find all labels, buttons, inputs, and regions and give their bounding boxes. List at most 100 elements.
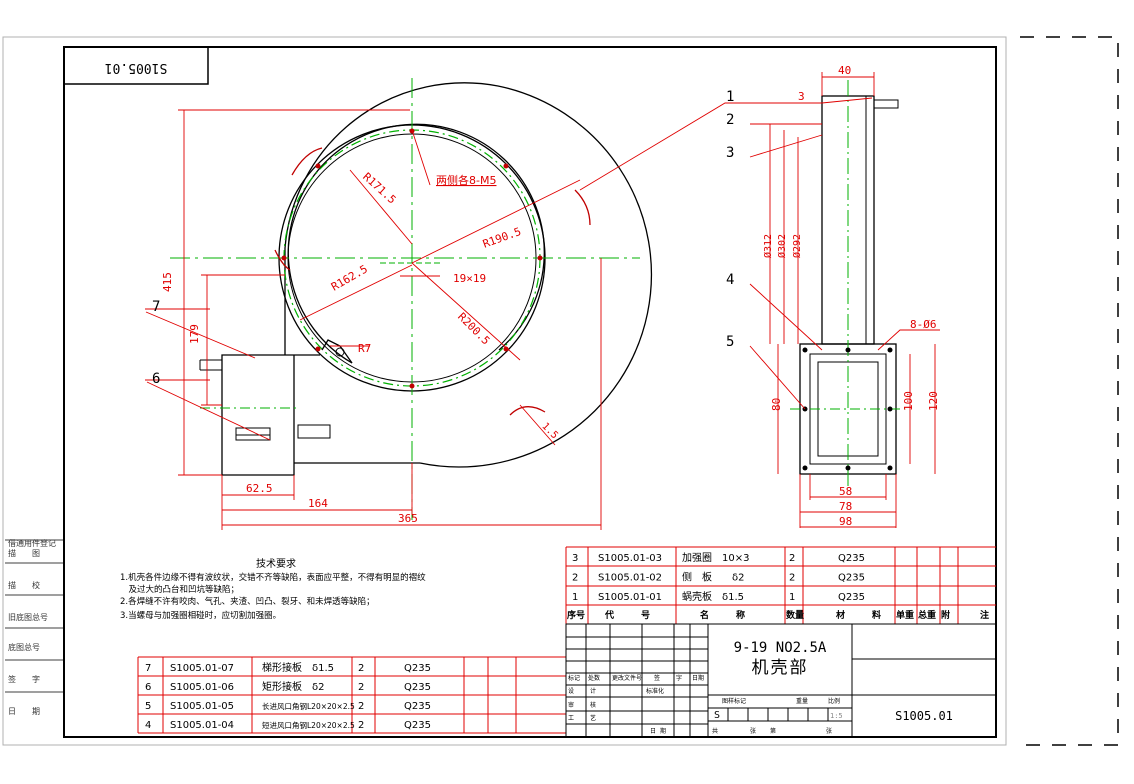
hole-note: 两侧各8-M5 xyxy=(436,173,496,187)
title-small-labels: 标记 处数 更改文件号 签 字 日期 设 计 标准化 审 核 工 艺 日 期 共… xyxy=(568,674,840,735)
bom-lower-cell: 2 xyxy=(358,682,364,693)
bom-header-cell: 注 xyxy=(980,609,989,621)
bom-upper-cell: 2 xyxy=(572,573,578,584)
side-dim-text: 40 3 Ø312 Ø302 Ø292 8-Ø6 80 100 120 58 7… xyxy=(762,64,940,528)
dim-100: 100 xyxy=(902,391,915,411)
bom-upper-cell: 1 xyxy=(789,592,795,603)
bom-upper-cell: S1005.01-02 xyxy=(598,573,662,584)
dim-98: 98 xyxy=(839,515,852,528)
tb-label-21: 比例 xyxy=(828,697,840,705)
tongue xyxy=(321,339,353,364)
dim-40: 40 xyxy=(838,64,851,77)
part-number-3: 3 xyxy=(726,145,734,161)
dim-80: 80 xyxy=(770,398,783,411)
bom-header-cell: 材 料 xyxy=(835,609,881,621)
side-dimensions xyxy=(749,72,940,528)
scale-value: 1:5 xyxy=(830,712,843,720)
bom-lower-cell: 5 xyxy=(145,701,151,712)
side-label-1: 描 图 xyxy=(8,548,40,558)
dim-d302: Ø302 xyxy=(776,234,788,258)
dim-120: 120 xyxy=(927,391,940,411)
inlet-duct xyxy=(221,354,320,476)
part-number-6: 6 xyxy=(152,371,160,387)
tb-label-16: 张 xyxy=(750,727,756,735)
tb-label-1: 处数 xyxy=(588,674,600,682)
dim-62-5: 62.5 xyxy=(246,482,273,495)
volute-inner xyxy=(287,123,545,364)
dim-r190-5: R190.5 xyxy=(481,225,523,251)
tb-label-12: 艺 xyxy=(590,714,596,722)
tech-line-1: 1.机壳各件边缘不得有波纹状，交错不齐等缺陷，表面应平整，不得有明显的褶纹 xyxy=(120,572,426,583)
tb-label-9: 审 xyxy=(568,701,574,709)
corner-code: S1005.01 xyxy=(105,60,168,75)
part-number-7: 7 xyxy=(152,299,160,315)
dim-r7: R7 xyxy=(358,342,371,355)
bom-lower-cell: 2 xyxy=(358,701,364,712)
bom-lower-cell: Q235 xyxy=(404,720,431,731)
tech-title: 技术要求 xyxy=(256,557,296,570)
tb-label-18: 张 xyxy=(826,727,832,735)
tech-requirements: 技术要求 1.机壳各件边缘不得有波纹状，交错不齐等缺陷，表面应平整，不得有明显的… xyxy=(120,557,426,621)
bom-lower-cell: S1005.01-07 xyxy=(170,663,234,674)
model-number: 9-19 NO2.5A xyxy=(734,640,827,656)
bom-header-cell: 数量 xyxy=(786,609,804,621)
title-block: 标记 处数 更改文件号 签 字 日期 设 计 标准化 审 核 工 艺 日 期 共… xyxy=(565,623,997,738)
bom-header-cell: 名 称 xyxy=(700,609,745,621)
part-numbers: 1 2 3 4 5 6 7 xyxy=(152,89,734,387)
drawing-frame xyxy=(63,46,997,738)
bom-upper-cell: 2 xyxy=(789,553,795,564)
bom-header-cell: 序号 xyxy=(567,609,585,621)
bom-lower-cell: 4 xyxy=(145,720,151,731)
rect-plate xyxy=(297,424,331,439)
dim-78: 78 xyxy=(839,500,852,513)
dim-179: 179 xyxy=(188,324,201,344)
bom-lower-cell: 2 xyxy=(358,720,364,731)
front-dimensions xyxy=(145,102,765,530)
tb-label-20: 重量 xyxy=(796,697,808,705)
bom-lower-cell: Q235 xyxy=(404,682,431,693)
tb-label-4: 字 xyxy=(676,674,682,682)
angle-bracket xyxy=(235,427,271,441)
dim-164: 164 xyxy=(308,497,328,510)
tb-label-14: 期 xyxy=(660,727,666,735)
weld-marks xyxy=(274,147,591,416)
dashed-margin xyxy=(1020,36,1119,746)
bom-upper-cell: S1005.01-01 xyxy=(598,592,662,603)
bom-header-cell: 单重 xyxy=(896,609,914,621)
stage-mark: S xyxy=(714,710,720,721)
side-label-2: 描 校 xyxy=(8,580,40,590)
bom-header-cell: 代 号 xyxy=(604,609,650,621)
dim-365: 365 xyxy=(398,512,418,525)
bom-upper-cell: 蜗壳板 δ1.5 xyxy=(682,590,744,603)
drawing-name: 机壳部 xyxy=(752,658,809,678)
bom-header-cell: 总重 xyxy=(918,609,936,621)
side-label-0: 借通用件登记 xyxy=(8,538,56,548)
bom-lower-cell: Q235 xyxy=(404,663,431,674)
drawing-number: S1005.01 xyxy=(895,709,953,723)
tech-line-4: 3.当螺母与加强圈相碰时，应切割加强圈。 xyxy=(120,610,281,621)
tb-label-11: 工 xyxy=(568,715,574,722)
dim-d312: Ø312 xyxy=(762,234,774,258)
side-label-6: 日 期 xyxy=(8,707,40,716)
bom-lower-cell: S1005.01-06 xyxy=(170,682,234,693)
bom-lower-cell: 矩形接板 δ2 xyxy=(262,680,324,693)
part-number-4: 4 xyxy=(726,272,734,288)
tb-label-7: 计 xyxy=(590,687,596,695)
bom-upper-cell: Q235 xyxy=(838,553,865,564)
bom-lower-cell: 长进风口角钢L20×20×2.5 xyxy=(262,701,355,711)
side-view xyxy=(790,80,905,490)
side-label-4: 底图总号 xyxy=(8,642,40,652)
tb-label-6: 设 xyxy=(568,687,574,695)
side-holes xyxy=(802,347,893,471)
tb-label-8: 标准化 xyxy=(646,687,664,695)
tech-line-3: 2.各焊缝不许有咬肉、气孔、夹渣、凹凸、裂牙、和未焊透等缺陷； xyxy=(120,596,375,607)
side-label-3: 旧底图总号 xyxy=(8,612,48,622)
left-strip: 借通用件登记 描 图 描 校 旧底图总号 底图总号 签 字 日 期 xyxy=(5,538,64,716)
bom-upper-cell: 1 xyxy=(572,592,578,603)
bom-lower-cell: 7 xyxy=(145,663,151,674)
bom-upper-cell: 加强圈 10×3 xyxy=(682,552,749,564)
side-label-5: 签 字 xyxy=(8,674,40,684)
dim-415: 415 xyxy=(161,272,174,292)
